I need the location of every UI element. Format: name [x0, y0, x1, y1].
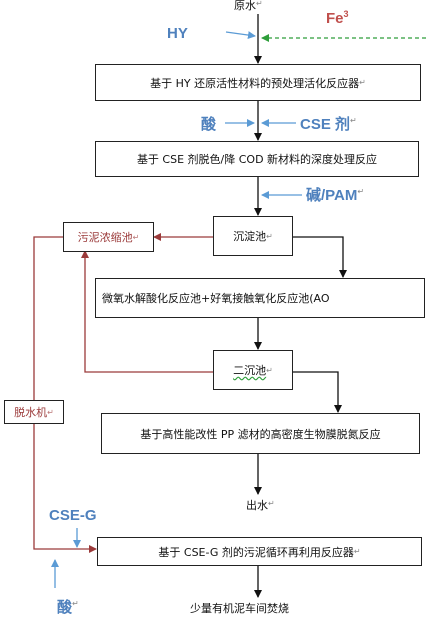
box-biofilm-denitrification: 基于高性能改性 PP 滤材的高密度生物膜脱氮反应: [101, 413, 420, 454]
arrow-secondary-to-thickener: [81, 250, 213, 373]
arrow-secondary-to-denitrification: [293, 371, 342, 413]
reagent-acid-1: 酸: [201, 116, 217, 133]
arrow-hy: [225, 31, 256, 40]
reagent-alkali-pam: 碱/PAM↵: [306, 187, 365, 204]
arrow-settling-to-ao: [293, 236, 347, 278]
effluent-label: 出水↵: [246, 499, 275, 512]
reagent-acid-2: 酸↵: [57, 599, 79, 616]
raw-water-label: 原水↵: [234, 0, 263, 12]
box-settling-tank: 沉淀池↵: [213, 216, 293, 256]
reagent-hy: HY: [167, 25, 188, 42]
box-dewatering-machine: 脱水机↵: [4, 400, 64, 424]
box-sludge-recycling-reactor: 基于 CSE-G 剂的污泥循环再利用反应器↵: [97, 537, 422, 566]
box-sludge-thickener: 污泥浓缩池↵: [63, 222, 154, 252]
line-thickener-to-dewatering: [33, 236, 63, 400]
arrow-dewatering-to-sludge-reactor: [33, 424, 97, 553]
box-reactor-advanced-treatment: 基于 CSE 剂脱色/降 COD 新材料的深度处理反应: [95, 141, 419, 177]
reagent-cse: CSE 剂↵: [300, 116, 357, 133]
box-secondary-settling: 二沉池↵: [213, 350, 293, 390]
box-ao-reaction-tank: 微氧水解酸化反应池+好氧接触氧化反应池(AO: [95, 278, 425, 318]
reagent-cse-g: CSE-G: [49, 507, 97, 524]
incineration-label: 少量有机泥车间焚烧: [190, 602, 289, 615]
reagent-fe: Fe3: [326, 9, 349, 27]
box-reactor-pretreatment: 基于 HY 还原活性材料的预处理活化反应器↵: [95, 64, 421, 101]
